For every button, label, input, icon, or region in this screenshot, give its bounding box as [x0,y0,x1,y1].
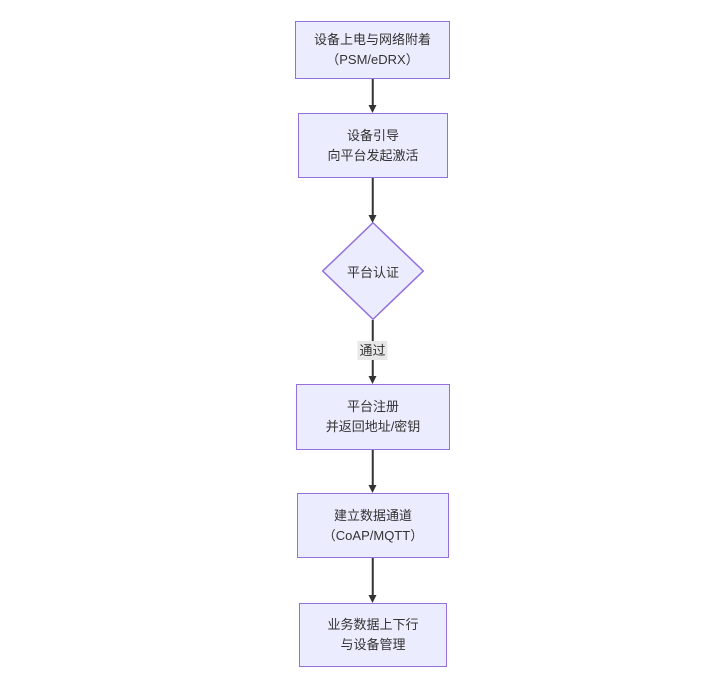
node-text-line: 向平台发起激活 [327,147,419,163]
arrow-down-icon [368,376,377,384]
flow-edge-power-to-bootstrap [368,79,377,113]
node-text-line: 设备上电与网络附着 [313,32,431,47]
flow-node-power-attach: 设备上电与网络附着 （PSM/eDRX） [295,21,450,79]
edge-line [371,178,374,217]
node-text-line: （PSM/eDRX） [326,52,419,67]
flow-edge-bootstrap-to-auth [368,178,377,223]
node-text-line: 建立数据通道 [333,507,412,523]
flow-node-data-channel: 建立数据通道 （CoAP/MQTT） [297,493,449,558]
arrow-down-icon [368,485,377,493]
diamond-shape [322,222,424,320]
node-text-line: 平台注册 [346,399,399,414]
node-text-line: （CoAP/MQTT） [322,527,424,543]
node-text-line: 业务数据上下行 [327,617,419,632]
node-text-line: 设备引导 [346,127,399,143]
node-text-line: 并返回地址/密钥 [325,419,421,434]
flow-node-bootstrap: 设备引导 向平台发起激活 [298,113,448,178]
node-text-line: 平台认证 [346,264,399,280]
flow-node-business: 业务数据上下行 与设备管理 [299,603,447,667]
edge-line [371,450,374,487]
flow-edge-auth-to-register: 通过 [357,320,388,384]
arrow-down-icon [368,215,377,223]
flow-edge-channel-to-business [368,558,377,603]
edge-line [371,79,374,107]
flow-node-register: 平台注册 并返回地址/密钥 [296,384,450,450]
node-text-line: 与设备管理 [340,637,406,652]
edge-label-pass: 通过 [357,340,388,360]
flow-edge-register-to-channel [368,450,377,493]
arrow-down-icon [368,105,377,113]
arrow-down-icon [368,595,377,603]
edge-line [371,558,374,597]
flow-node-platform-auth-decision: 平台认证 [322,222,424,320]
